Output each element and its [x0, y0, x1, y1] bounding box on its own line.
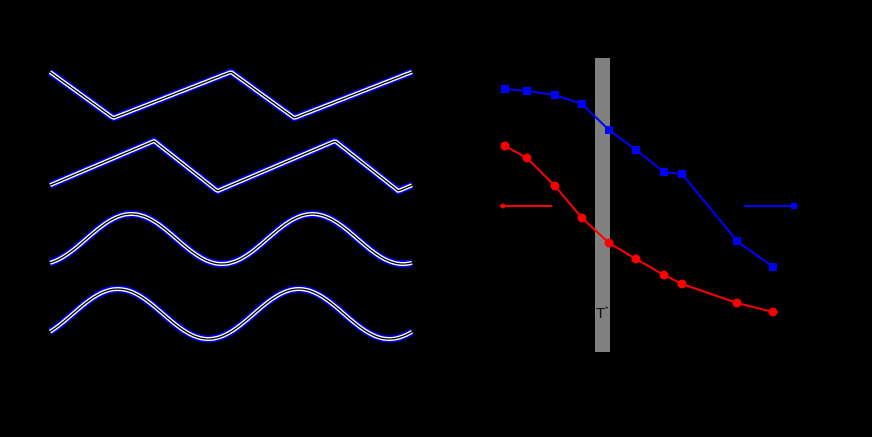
t-star-label: T*: [596, 305, 609, 322]
